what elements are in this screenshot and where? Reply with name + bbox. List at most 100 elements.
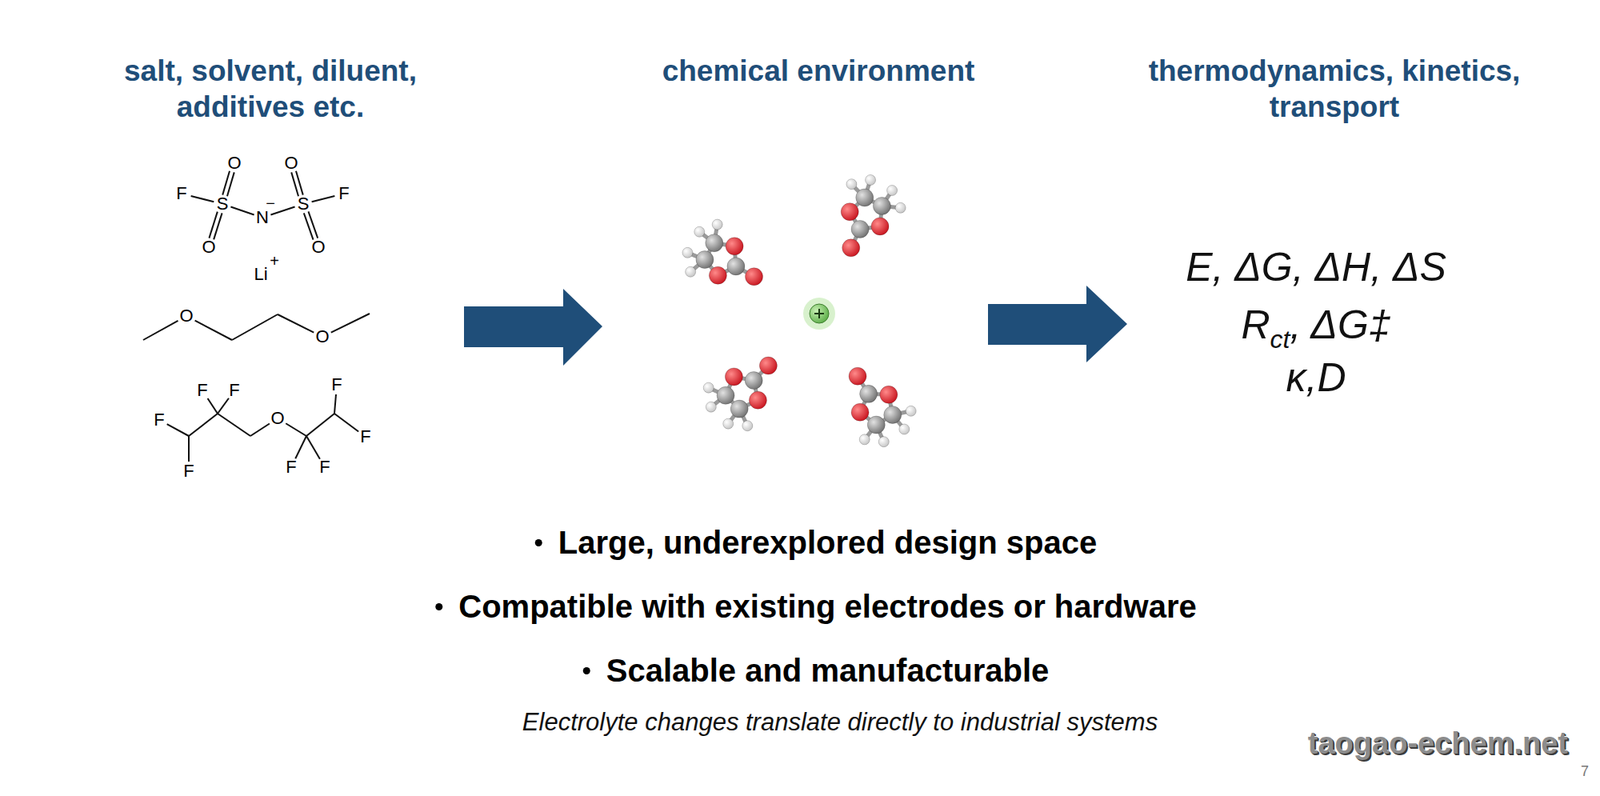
atom-sphere bbox=[694, 226, 705, 237]
atom-sphere bbox=[840, 203, 859, 221]
atom-sphere bbox=[745, 268, 764, 286]
chemical-bond bbox=[334, 413, 359, 432]
chemical-bond bbox=[250, 424, 270, 436]
bullet-text: Large, underexplored design space bbox=[558, 524, 1098, 560]
column-heading: salt, solvent, diluent, additives etc. bbox=[62, 52, 479, 125]
bullet-dot bbox=[583, 667, 591, 675]
bullet-text: Compatible with existing electrodes or h… bbox=[458, 588, 1196, 624]
atom-label: F bbox=[153, 411, 164, 429]
atom-sphere bbox=[748, 391, 767, 409]
atom-label: O bbox=[311, 238, 325, 256]
atom-label: N bbox=[256, 208, 269, 227]
atom-label: O bbox=[179, 307, 193, 325]
atom-label: F bbox=[196, 381, 208, 400]
atom-label: O bbox=[315, 328, 329, 346]
atom-sphere bbox=[899, 424, 910, 435]
chemical-bond bbox=[295, 436, 307, 459]
atom-sphere bbox=[696, 251, 714, 269]
chemical-bond bbox=[191, 196, 215, 202]
atom-label: F bbox=[331, 376, 342, 394]
chemical-bond bbox=[195, 320, 232, 340]
property-formula-line: Rct, ΔG‡ bbox=[1240, 304, 1391, 345]
atom-sphere bbox=[705, 401, 716, 412]
atom-sphere bbox=[682, 247, 693, 258]
chemical-bond bbox=[306, 413, 335, 436]
atom-sphere bbox=[725, 237, 744, 256]
atom-sphere bbox=[895, 202, 906, 213]
block-arrow bbox=[464, 288, 603, 366]
formula-part: R bbox=[1240, 304, 1270, 345]
atom-sphere bbox=[856, 188, 874, 207]
bullet-item: Compatible with existing electrodes or h… bbox=[435, 588, 1196, 624]
atom-sphere bbox=[860, 384, 878, 403]
chemical-bond bbox=[227, 172, 235, 196]
property-formula: κ,D bbox=[1286, 357, 1347, 398]
atom-sphere bbox=[887, 185, 898, 196]
atom-label: − bbox=[265, 195, 276, 212]
atom-label: F bbox=[285, 458, 296, 476]
atom-sphere bbox=[872, 196, 891, 215]
atom-label: F bbox=[319, 458, 330, 476]
atom-sphere bbox=[703, 382, 714, 393]
atom-label: O bbox=[284, 154, 298, 172]
watermark: taogao-echem.net bbox=[1308, 728, 1568, 759]
atom-sphere bbox=[846, 179, 857, 190]
column-heading: chemical environment bbox=[594, 52, 1043, 89]
chemical-bond bbox=[296, 171, 304, 196]
chemical-bond bbox=[277, 314, 314, 333]
bullet-text: Scalable and manufacturable bbox=[606, 652, 1050, 688]
chemical-bond bbox=[306, 436, 320, 460]
chemical-bond bbox=[188, 413, 218, 436]
column-heading: thermodynamics, kinetics, transport bbox=[1094, 52, 1575, 125]
atom-sphere bbox=[878, 436, 889, 448]
chemical-bond bbox=[208, 398, 218, 414]
chemical-bond bbox=[217, 413, 251, 436]
atom-sphere bbox=[685, 266, 696, 277]
atom-sphere bbox=[712, 219, 723, 230]
chemical-bond bbox=[312, 196, 336, 202]
atom-label: S bbox=[297, 195, 310, 213]
atom-sphere bbox=[848, 367, 867, 385]
atom-sphere bbox=[880, 385, 898, 404]
atom-sphere bbox=[716, 386, 735, 404]
formula-part: ct bbox=[1270, 326, 1291, 352]
chemical-bond bbox=[285, 423, 307, 436]
lithium-ion bbox=[809, 304, 829, 324]
plus-symbol bbox=[818, 308, 820, 319]
chemical-bond bbox=[143, 320, 179, 340]
atom-sphere bbox=[851, 220, 869, 238]
chemical-bond bbox=[308, 211, 318, 238]
bullet-item: Large, underexplored design space bbox=[535, 524, 1098, 560]
atom-sphere bbox=[859, 434, 870, 445]
atom-label: O bbox=[201, 238, 216, 256]
atom-label: F bbox=[338, 184, 349, 203]
formula-part: , ΔG‡ bbox=[1289, 304, 1391, 345]
atom-label: F bbox=[360, 428, 371, 446]
property-formula: E, ΔG, ΔH, ΔS bbox=[1185, 247, 1447, 288]
chemical-bond bbox=[304, 212, 314, 240]
atom-sphere bbox=[867, 416, 885, 434]
chemical-bond bbox=[230, 207, 254, 216]
block-arrow bbox=[988, 285, 1128, 363]
ion-glow bbox=[803, 297, 836, 330]
atom-label: S bbox=[216, 195, 229, 213]
atom-sphere bbox=[730, 400, 748, 418]
atom-sphere bbox=[708, 266, 727, 284]
atom-sphere bbox=[842, 239, 860, 257]
atom-label: F bbox=[228, 381, 240, 400]
atom-sphere bbox=[905, 405, 916, 416]
chemical-bond bbox=[217, 398, 229, 414]
atom-sphere bbox=[724, 368, 743, 386]
chemical-bond bbox=[331, 313, 370, 333]
atom-label: O bbox=[227, 154, 241, 172]
atom-sphere bbox=[723, 418, 734, 429]
atom-label: F bbox=[176, 184, 187, 203]
atom-label: O bbox=[270, 409, 284, 428]
atom-sphere bbox=[865, 174, 876, 185]
atom-label: Li bbox=[253, 265, 268, 284]
bullet-dot bbox=[535, 539, 543, 547]
chemical-bond bbox=[208, 212, 217, 239]
atom-label: F bbox=[183, 462, 194, 480]
chemical-bond bbox=[232, 314, 278, 340]
atom-sphere bbox=[742, 420, 753, 432]
